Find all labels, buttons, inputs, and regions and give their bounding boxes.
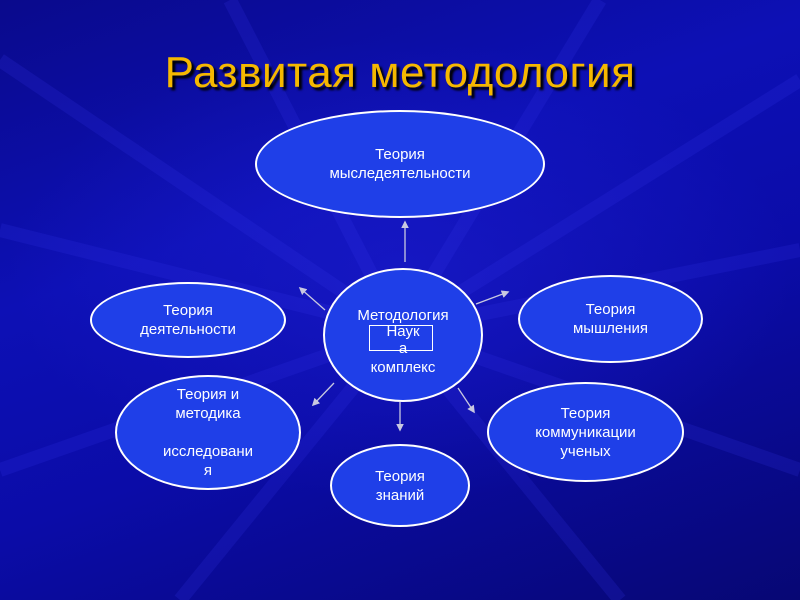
node-thought-activity-theory-label: Теория мыследеятельности xyxy=(329,146,471,182)
arrow-to-lower-left xyxy=(311,382,335,407)
node-knowledge-theory: Теория знаний xyxy=(330,444,470,527)
node-research-theory-methods-label: Теория и методика исследовани я xyxy=(162,386,254,479)
node-thinking-theory-label: Теория мышления xyxy=(572,301,648,337)
node-activity-theory-label: Теория деятельности xyxy=(140,302,236,338)
node-research-theory-methods: Теория и методика исследовани я xyxy=(115,375,301,490)
arrow-to-right xyxy=(475,290,510,305)
center-science-label: Наук а xyxy=(386,323,420,357)
arrow-to-lower-right xyxy=(457,387,475,414)
center-science-box xyxy=(369,325,433,351)
node-scientist-communication-theory: Теория коммуникации ученых xyxy=(487,382,684,482)
node-thinking-theory: Теория мышления xyxy=(518,275,703,363)
node-scientist-communication-theory-label: Теория коммуникации ученых xyxy=(535,404,636,460)
node-knowledge-theory-label: Теория знаний xyxy=(375,467,425,504)
node-methodology-center: Методология Наук а комплекс xyxy=(323,268,483,402)
node-thought-activity-theory: Теория мыследеятельности xyxy=(255,110,545,218)
slide-title: Развитая методология xyxy=(164,48,636,97)
center-complex-label: комплекс xyxy=(370,359,436,376)
center-methodology-label: Методология xyxy=(357,307,449,324)
arrow-to-left xyxy=(298,286,326,311)
node-activity-theory: Теория деятельности xyxy=(90,282,286,358)
